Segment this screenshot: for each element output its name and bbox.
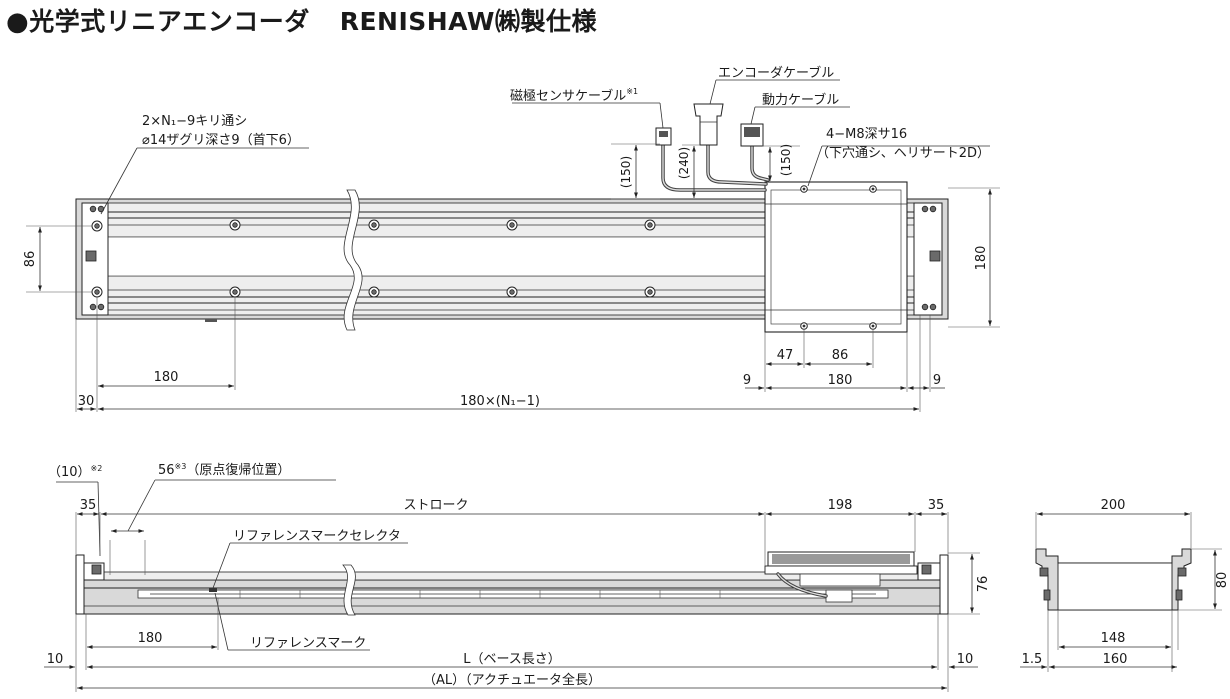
dim-10-paren-text: （10） [48, 465, 91, 480]
title-main: 光学式リニアエンコーダ [29, 7, 310, 36]
top-slider [764, 181, 908, 333]
dim-80: 80 [1215, 572, 1230, 589]
title-maker: RENISHAW㈱製仕様 [339, 7, 597, 36]
label-hole-spec-2: ⌀14ザグリ深さ9（首下6） [142, 133, 300, 148]
dim-180-right: 180 [974, 246, 989, 271]
top-view [75, 103, 949, 333]
side-endblock-left [75, 554, 85, 615]
origin-note-text: （原点復帰位置） [186, 462, 290, 478]
dim-10-right: 10 [957, 652, 974, 667]
title-bullet: ● [6, 7, 30, 37]
dim-9-left: 9 [743, 373, 751, 388]
label-actuator-length: （AL）（アクチュエータ全長） [423, 672, 601, 688]
top-dimensions [26, 79, 1000, 412]
end-view [1035, 548, 1192, 611]
label-magnetic-sensor-text: 磁極センサケーブル [510, 88, 626, 104]
dim-150-right: (150) [779, 144, 793, 176]
encoder-connector [693, 103, 724, 146]
dim-10-note: ※2 [91, 464, 103, 473]
side-dimensions [44, 479, 980, 692]
end-dimensions [1020, 512, 1222, 672]
label-magnetic-sensor-note: ※1 [626, 87, 638, 96]
dim-240: (240) [677, 147, 691, 179]
label-ref-selector: リファレンスマークセレクタ [233, 529, 401, 544]
dim-180-slider: 180 [828, 373, 853, 388]
side-break [342, 564, 356, 616]
label-ref-mark: リファレンスマーク [250, 636, 366, 651]
side-view [75, 540, 949, 616]
dim-148: 148 [1101, 631, 1126, 646]
dim-9-right: 9 [933, 373, 941, 388]
dim-10-left: 10 [47, 652, 64, 667]
dim-86-left: 86 [23, 251, 38, 268]
dim-35-right: 35 [928, 498, 945, 513]
dim-200: 200 [1101, 498, 1126, 513]
dim-180n: 180×(N₁−1) [460, 394, 540, 409]
label-dim-10-paren: （10）※2 [48, 464, 102, 480]
dim-47: 47 [777, 348, 794, 363]
side-endblock-right [939, 554, 949, 615]
page-title: ●光学式リニアエンコーダ RENISHAW㈱製仕様 [6, 2, 597, 38]
dim-1-5: 1.5 [1022, 652, 1043, 667]
origin-note-mark: ※3 [175, 462, 187, 471]
top-break [343, 189, 363, 331]
dim-30: 30 [78, 394, 95, 409]
mounting-holes [91, 219, 656, 298]
label-hole-spec-1: 2×N₁−9キリ通シ [142, 114, 247, 129]
dim-160: 160 [1103, 652, 1128, 667]
dim-76: 76 [976, 576, 991, 593]
label-encoder-cable: エンコーダケーブル [718, 65, 834, 81]
label-tap-spec-1: 4−M8深サ16 [826, 127, 907, 142]
label-tap-spec-2: （下穴通シ、ヘリサート2D） [816, 146, 990, 161]
cables [661, 142, 770, 192]
dim-35-left: 35 [80, 498, 97, 513]
dim-180-ref: 180 [138, 631, 163, 646]
label-power-cable: 動力ケーブル [762, 92, 839, 108]
dim-180-pitch: 180 [154, 370, 179, 385]
label-stroke: ストローク [403, 498, 468, 513]
label-magnetic-sensor-cable: 磁極センサケーブル※1 [510, 87, 638, 104]
origin-note-value: 56 [158, 463, 175, 478]
label-origin-note: 56※3（原点復帰位置） [158, 462, 290, 478]
label-base-length: L（ベース長さ） [463, 652, 561, 667]
dim-198: 198 [828, 498, 853, 513]
dim-86-slider: 86 [832, 348, 849, 363]
dim-150-left: (150) [619, 156, 633, 188]
